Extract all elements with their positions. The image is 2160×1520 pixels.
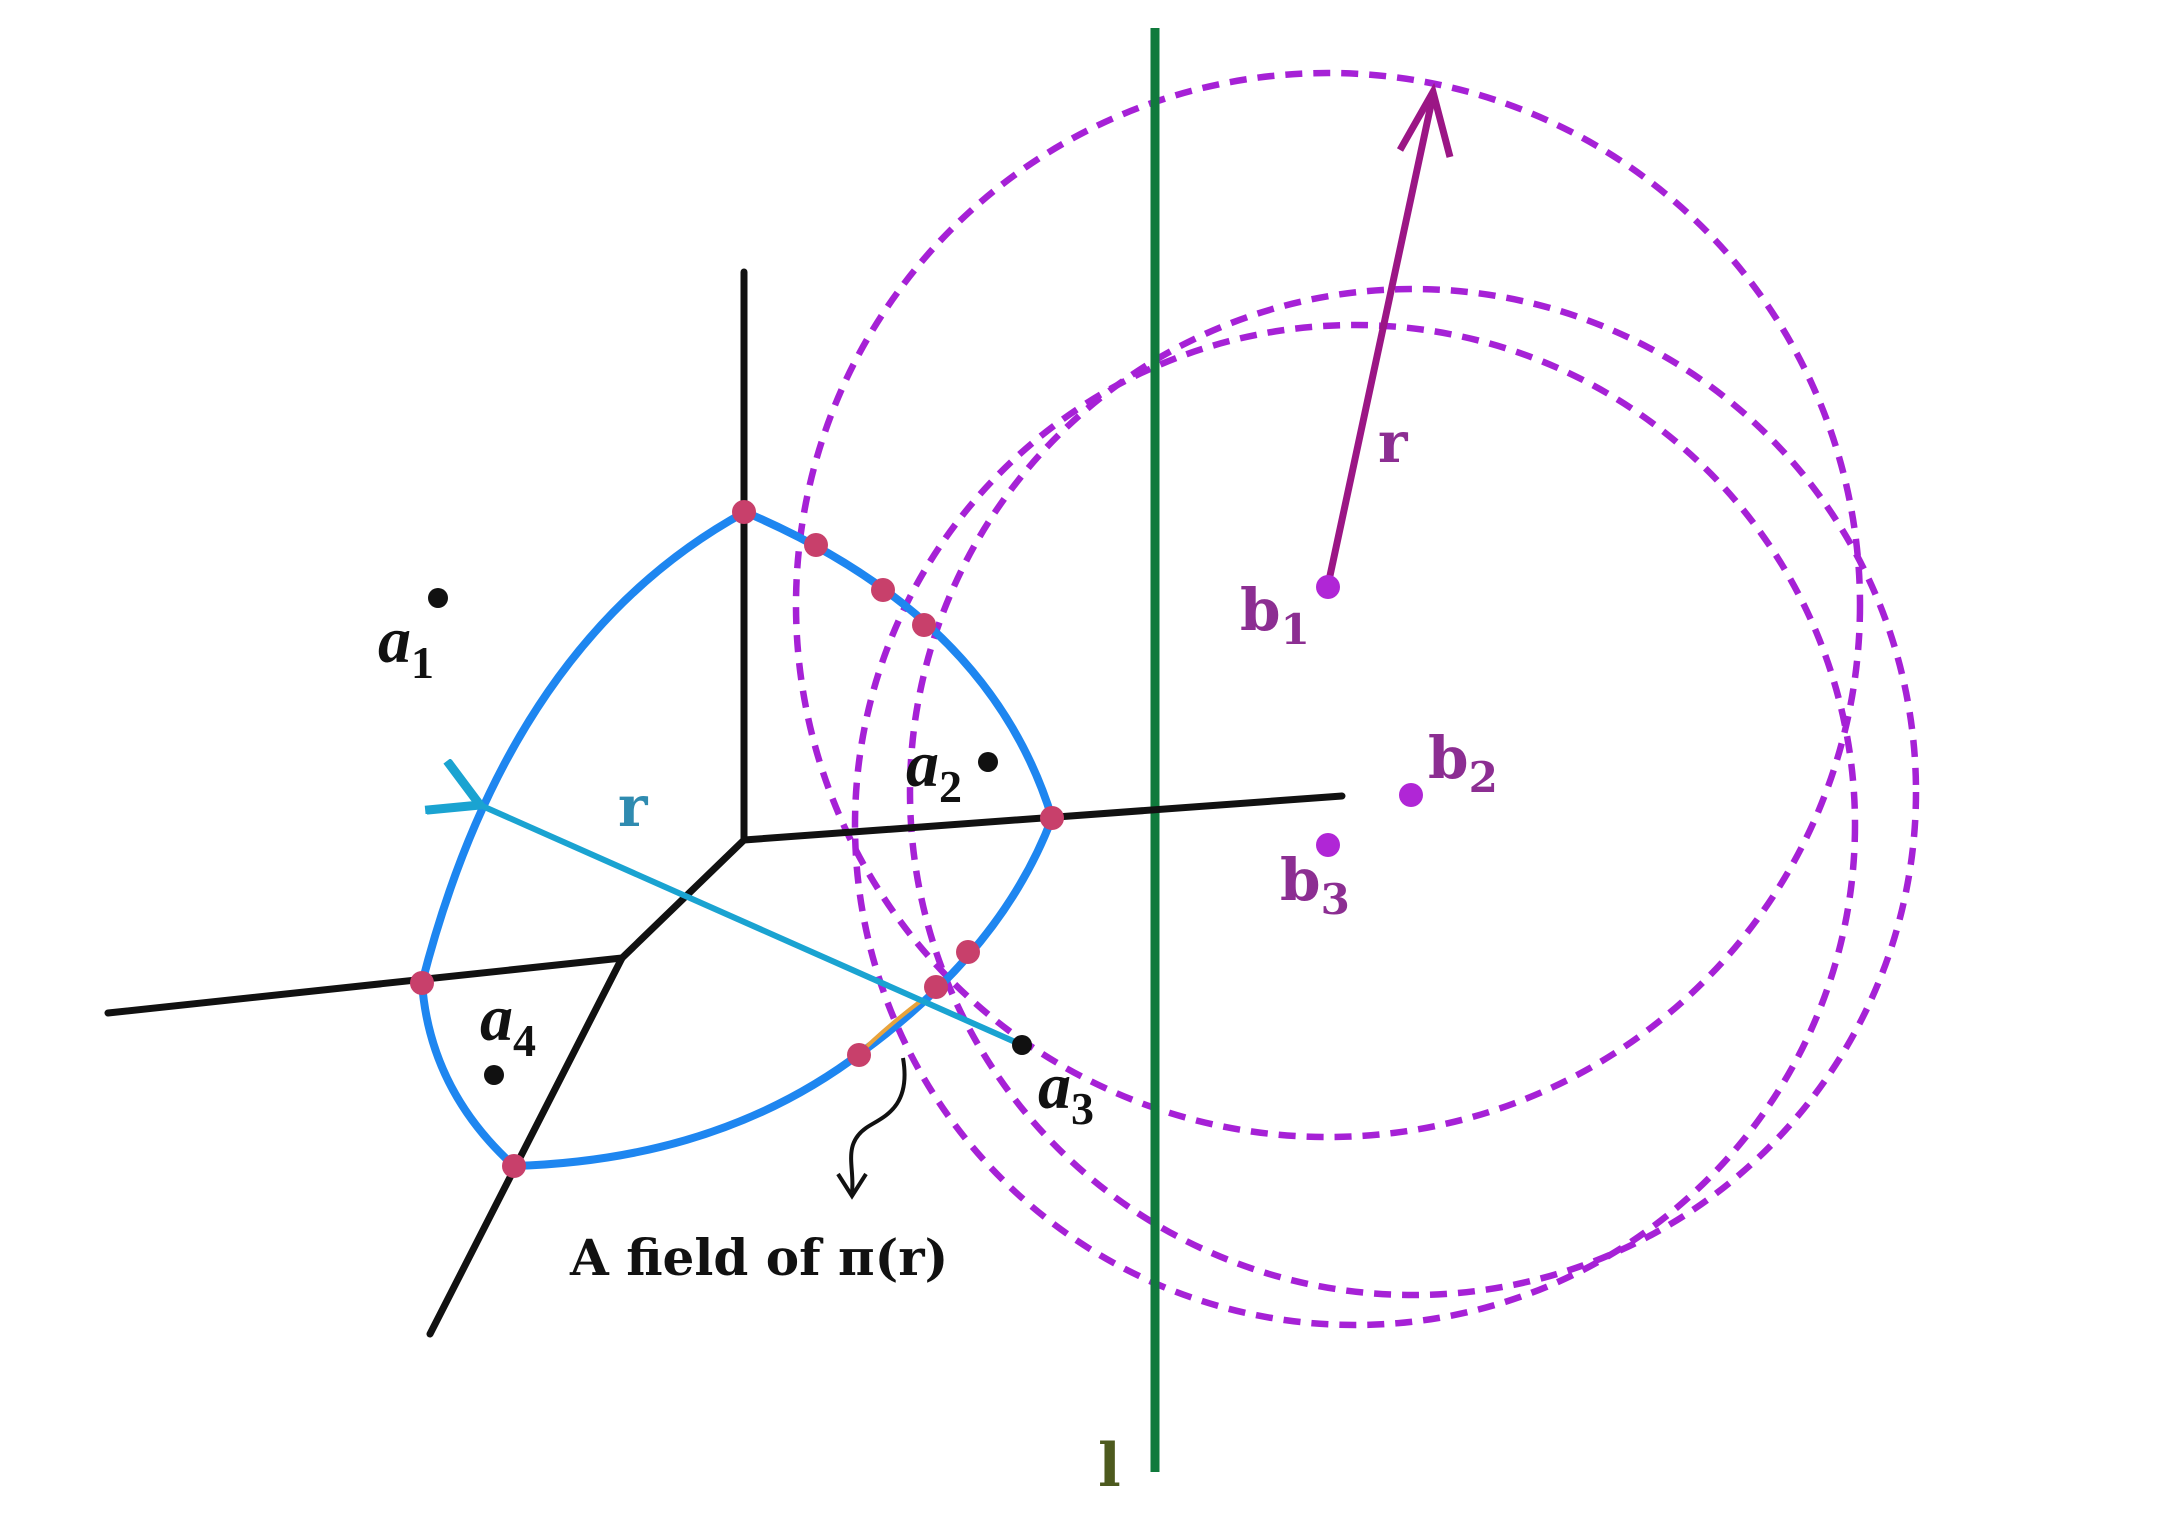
caption-field: A field of π(r) [569, 1228, 948, 1287]
voronoi-edge-bottom [426, 954, 626, 1338]
radius-arrow-purple [1324, 82, 1454, 586]
label-r-purple: r [1378, 410, 1409, 476]
intersection-dot [502, 1154, 526, 1178]
label-line-l: l [1098, 1431, 1121, 1501]
intersection-dot [847, 1043, 871, 1067]
intersection-dot [1040, 806, 1064, 830]
site-a4-point [484, 1065, 504, 1085]
label-b1: b1 [1240, 576, 1310, 654]
intersection-points [410, 500, 1064, 1178]
site-b1-point [1316, 575, 1340, 599]
intersection-dot [956, 940, 980, 964]
site-a1-point [428, 588, 448, 608]
coverage-boundary [418, 508, 1056, 1170]
radius-arrow-blue [480, 805, 1024, 1048]
label-a4: a4 [480, 982, 536, 1066]
label-b3: b3 [1280, 846, 1350, 924]
intersection-dot [732, 500, 756, 524]
site-a3-point [1012, 1035, 1032, 1055]
intersection-dot [804, 533, 828, 557]
label-a1: a1 [378, 604, 434, 688]
b2-circle [906, 285, 1920, 1299]
intersection-dot [912, 613, 936, 637]
site-a2-point [978, 752, 998, 772]
caption-pointer [849, 1057, 907, 1193]
label-a3: a3 [1038, 1050, 1094, 1134]
label-a2: a2 [906, 728, 962, 812]
site-b2-point [1399, 783, 1423, 807]
b3-circle [851, 321, 1859, 1329]
intersection-dot [871, 578, 895, 602]
label-r-blue: r [618, 774, 649, 840]
site-b3-point [1316, 833, 1340, 857]
voronoi-edge-diagonal [618, 836, 748, 962]
intersection-dot [410, 971, 434, 995]
caption-pointer-head [836, 1172, 868, 1200]
label-b2: b2 [1428, 724, 1498, 802]
b1-circle [792, 69, 1864, 1141]
voronoi-edge-left [104, 954, 626, 1017]
intersection-dot [924, 975, 948, 999]
